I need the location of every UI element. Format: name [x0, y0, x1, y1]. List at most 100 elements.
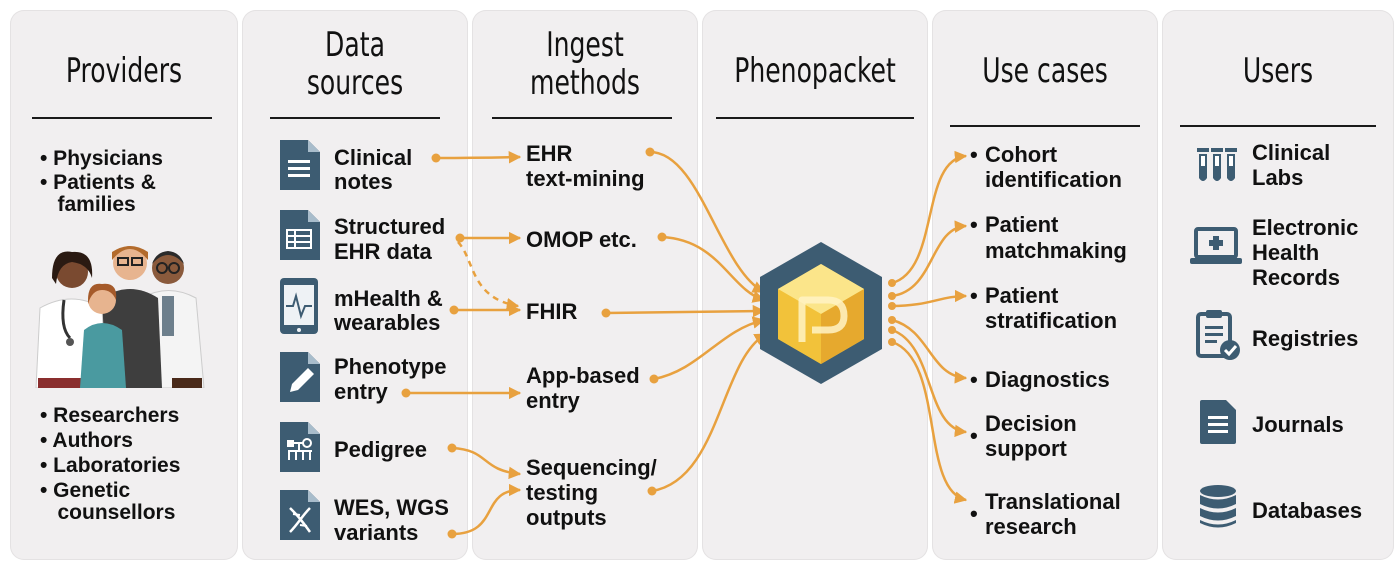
- providers-title: Providers: [65, 51, 183, 91]
- tablet-heartbeat-icon: [280, 278, 318, 334]
- source-structured-ehr-1: Structured: [334, 214, 446, 239]
- arrow-fhir-to-pp: [605, 304, 766, 318]
- usecase-bullet: •: [970, 501, 978, 526]
- phenopacket-rule: [716, 117, 914, 119]
- source-clinical-notes-2: notes: [334, 169, 393, 194]
- people-illustration: [35, 246, 205, 388]
- usecase-cohort-2: identification: [985, 167, 1122, 192]
- arrow-notes-to-textmining: [435, 151, 522, 164]
- source-phenotype-1: Phenotype: [334, 354, 447, 379]
- laptop-medical-icon: [1190, 227, 1242, 264]
- data-sources-title-1: Data: [325, 25, 385, 65]
- source-mhealth-1: mHealth &: [334, 286, 443, 311]
- ingest-ehr-2: text-mining: [526, 166, 645, 191]
- provider-patients: • Patients &: [40, 171, 156, 194]
- usecase-decision-2: support: [985, 436, 1067, 461]
- users-rule: [1180, 125, 1376, 127]
- use-cases-title: Use cases: [982, 51, 1108, 91]
- ingest-seq-1: Sequencing/: [526, 455, 657, 480]
- arrow-structured-to-fhir-dashed: [457, 241, 520, 311]
- arrow-pp-to-stratification: [891, 289, 968, 308]
- pedigree-icon: [280, 422, 320, 472]
- usecase-bullet: •: [970, 423, 978, 448]
- usecase-bullet: •: [970, 367, 978, 392]
- users-panel: Users: [1162, 10, 1394, 560]
- data-sources-rule: [270, 117, 440, 119]
- provider-counsellors: counsellors: [40, 501, 176, 524]
- usecase-cohort-1: Cohort: [985, 142, 1058, 167]
- test-tubes-icon: [1197, 148, 1237, 181]
- database-icon: [1200, 485, 1236, 528]
- arrow-variants-to-sequencing: [451, 483, 522, 536]
- dna-icon: [280, 490, 320, 540]
- source-variants-2: variants: [334, 520, 419, 545]
- arrow-sequencing-to-pp: [651, 332, 768, 493]
- usecase-bullet: •: [970, 283, 978, 308]
- user-ehr-3: Records: [1252, 265, 1341, 290]
- spreadsheet-icon: [280, 210, 320, 260]
- arrow-pp-to-cohort: [891, 150, 968, 285]
- source-clinical-notes-1: Clinical: [334, 145, 413, 170]
- provider-laboratories: • Laboratories: [40, 454, 181, 477]
- ingest-ehr-1: EHR: [526, 141, 573, 166]
- user-ehr-2: Health: [1252, 240, 1320, 265]
- ingest-methods-title-2: methods: [530, 63, 640, 103]
- ingest-methods-rule: [492, 117, 672, 119]
- arrow-pp-to-matchmaking: [891, 220, 968, 298]
- arrow-omop-to-pp: [661, 235, 766, 303]
- user-databases: Databases: [1252, 498, 1363, 523]
- usecase-diagnostics: Diagnostics: [985, 367, 1110, 392]
- user-clinical-labs-2: Labs: [1252, 165, 1304, 190]
- usecase-bullet: •: [970, 212, 978, 237]
- usecase-bullet: •: [970, 142, 978, 167]
- arrow-pp-to-translational: [891, 340, 968, 504]
- arrow-pp-to-decision: [891, 328, 968, 438]
- document-icon: [280, 140, 320, 190]
- ingest-omop: OMOP etc.: [526, 227, 637, 252]
- usecase-translational-2: research: [985, 514, 1077, 539]
- provider-families: families: [40, 193, 136, 216]
- user-journals: Journals: [1252, 412, 1344, 437]
- source-mhealth-2: wearables: [334, 310, 441, 335]
- user-clinical-labs-1: Clinical: [1252, 140, 1331, 165]
- providers-rule: [32, 117, 212, 119]
- ingest-app-1: App-based: [526, 363, 640, 388]
- journal-icon: [1200, 400, 1236, 444]
- use-cases-panel: Use cases: [932, 10, 1158, 560]
- pencil-document-icon: [280, 352, 320, 402]
- ingest-seq-2: testing: [526, 480, 599, 505]
- arrow-pedigree-to-sequencing: [451, 446, 522, 480]
- arrow-app-to-pp: [653, 316, 766, 381]
- users-title: Users: [1242, 51, 1314, 91]
- usecase-translational-1: Translational: [985, 489, 1121, 514]
- usecase-match-2: matchmaking: [985, 238, 1127, 263]
- provider-authors: • Authors: [40, 429, 133, 452]
- ingest-fhir: FHIR: [526, 299, 578, 324]
- use-cases-rule: [950, 125, 1140, 127]
- source-variants-1: WES, WGS: [334, 495, 449, 520]
- ingest-seq-3: outputs: [526, 505, 607, 530]
- source-pedigree: Pedigree: [334, 437, 427, 462]
- providers-panel: Providers: [10, 10, 238, 560]
- source-phenotype-2: entry: [334, 379, 388, 404]
- ingest-methods-title-1: Ingest: [546, 25, 624, 65]
- provider-physicians: • Physicians: [40, 147, 163, 170]
- data-sources-panel: Data sources: [242, 10, 468, 560]
- user-ehr-1: Electronic: [1252, 215, 1359, 240]
- usecase-decision-1: Decision: [985, 411, 1077, 436]
- data-sources-title-2: sources: [306, 63, 404, 103]
- source-structured-ehr-2: EHR data: [334, 239, 432, 264]
- provider-researchers: • Researchers: [40, 404, 180, 427]
- provider-genetic: • Genetic: [40, 479, 131, 502]
- arrow-pp-to-diagnostics: [891, 318, 968, 384]
- usecase-match-1: Patient: [985, 212, 1059, 237]
- usecase-strat-1: Patient: [985, 283, 1059, 308]
- clipboard-check-icon: [1196, 310, 1240, 360]
- ingest-app-2: entry: [526, 388, 580, 413]
- phenopacket-logo: [760, 242, 882, 384]
- arrow-textmining-to-pp: [649, 150, 766, 294]
- user-registries: Registries: [1252, 326, 1359, 351]
- usecase-strat-2: stratification: [985, 308, 1118, 333]
- phenopacket-title: Phenopacket: [734, 51, 896, 91]
